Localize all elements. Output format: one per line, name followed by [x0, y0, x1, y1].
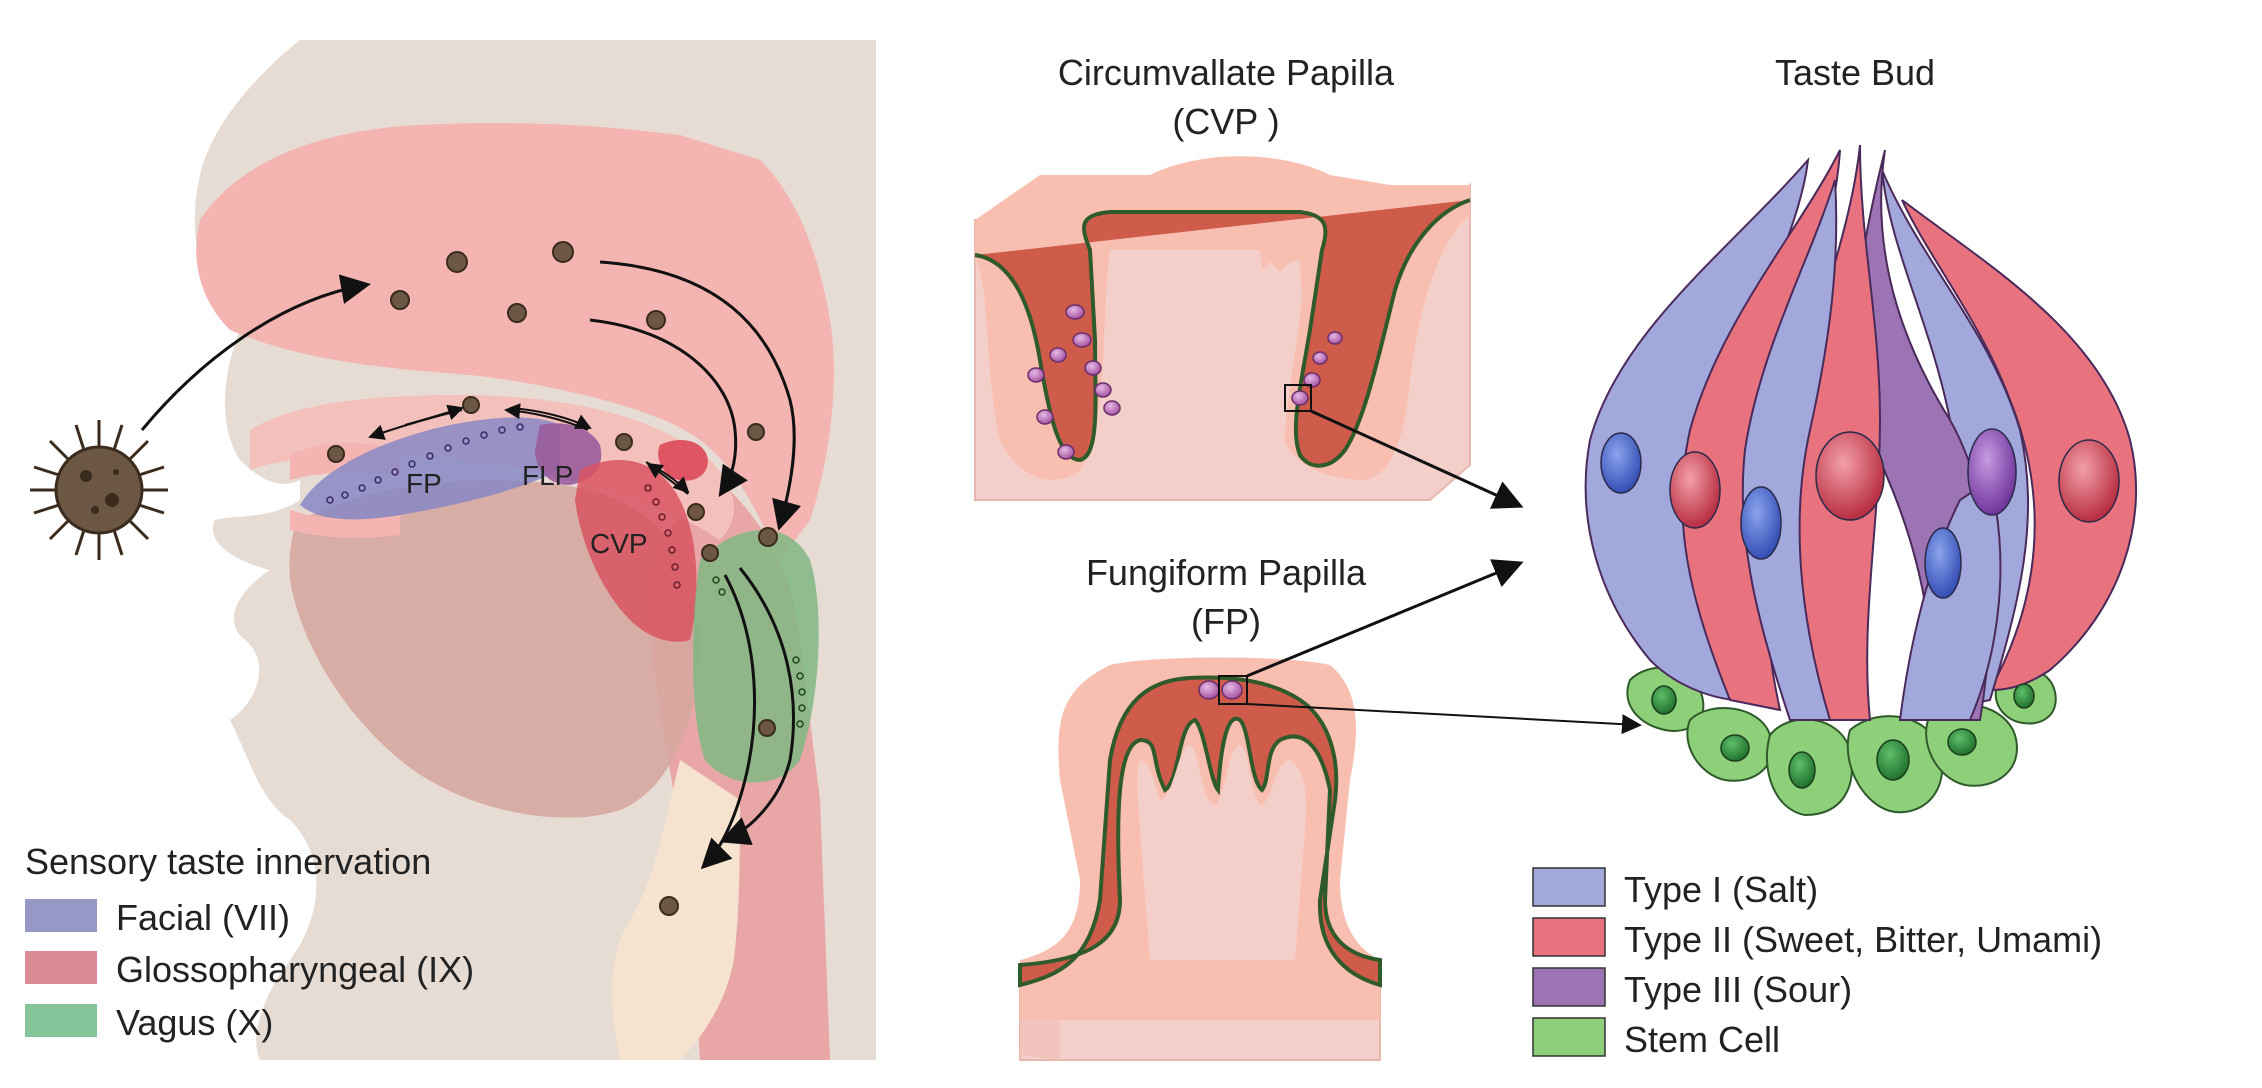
- legend-swatch-vagus: [25, 1004, 97, 1037]
- legend-swatch-glossopharyngeal: [25, 951, 97, 984]
- cvp-region: [575, 460, 697, 642]
- soft-palate-patch: [658, 440, 708, 481]
- legend-label-type3: Type III (Sour): [1624, 969, 1852, 1010]
- fp-taste-buds: [1198, 680, 1243, 700]
- fp-epithelium: [1018, 675, 1382, 988]
- flp-label: FLP: [522, 460, 573, 491]
- virus-particles: [327, 241, 778, 916]
- cell-nuclei: [1600, 428, 2120, 599]
- legend-label-type1: Type I (Salt): [1624, 869, 1818, 910]
- cvp-zoom-box: [1284, 384, 1312, 412]
- legend-label-facial: Facial (VII): [116, 897, 290, 938]
- legend-swatch-stem: [1532, 1017, 1606, 1057]
- head-panel: FP FLP CVP Sensory taste innervation Fac…: [2, 40, 876, 1060]
- large-virus: [30, 420, 168, 560]
- legend-label-type2: Type II (Sweet, Bitter, Umami): [1624, 919, 2102, 960]
- cvp-label: CVP: [590, 528, 648, 559]
- legend-label-stem: Stem Cell: [1624, 1019, 1780, 1060]
- fp-title-line1: Fungiform Papilla: [1086, 552, 1367, 593]
- lower-lip: [290, 510, 400, 538]
- taste-cells: [1584, 144, 2137, 721]
- taste-bud-diagram: Taste Bud: [1532, 52, 2137, 1060]
- stem-cell-nuclei: [1651, 683, 2035, 789]
- legend-swatch-type2: [1532, 917, 1606, 957]
- vagus-taste-dots: [712, 576, 806, 728]
- legend-label-vagus: Vagus (X): [116, 1002, 273, 1043]
- cvp-epithelium: [974, 198, 1471, 468]
- fp-title-line2: (FP): [1191, 601, 1261, 642]
- cvp-taste-dots: [644, 484, 681, 589]
- cvp-dome-interior: [1110, 260, 1302, 440]
- innervation-legend-title: Sensory taste innervation: [25, 841, 431, 882]
- fp-label: FP: [406, 468, 442, 499]
- cvp-title-line2: (CVP ): [1172, 101, 1279, 142]
- fp-region: [300, 417, 560, 520]
- vagus-region: [693, 530, 819, 783]
- legend-swatch-type3: [1532, 967, 1606, 1007]
- face-profile-cutout: [2, 40, 317, 1060]
- flow-arrows: [140, 260, 802, 870]
- innervation-legend: Sensory taste innervation Facial (VII) G…: [25, 841, 474, 1043]
- type1-cell: [1741, 179, 1838, 721]
- cvp-taste-buds: [1027, 304, 1343, 460]
- legend-swatch-facial: [25, 899, 97, 932]
- legend-swatch-type1: [1532, 867, 1606, 907]
- taste-bud-title: Taste Bud: [1775, 52, 1935, 93]
- cvp-diagram: Circumvallate Papilla (CVP ): [974, 52, 1471, 501]
- legend-label-glossopharyngeal: Glossopharyngeal (IX): [116, 949, 474, 990]
- fp-zoom-box: [1218, 675, 1248, 705]
- fp-core: [1137, 745, 1307, 960]
- zoom-arrows: [1246, 409, 1642, 735]
- taste-bud-legend: Type I (Salt) Type II (Sweet, Bitter, Um…: [1532, 867, 2102, 1060]
- nasal-cavity: [196, 123, 834, 560]
- fp-taste-dots: [326, 423, 524, 504]
- cvp-title-line1: Circumvallate Papilla: [1058, 52, 1395, 93]
- fp-diagram: Fungiform Papilla (FP): [1018, 552, 1382, 1061]
